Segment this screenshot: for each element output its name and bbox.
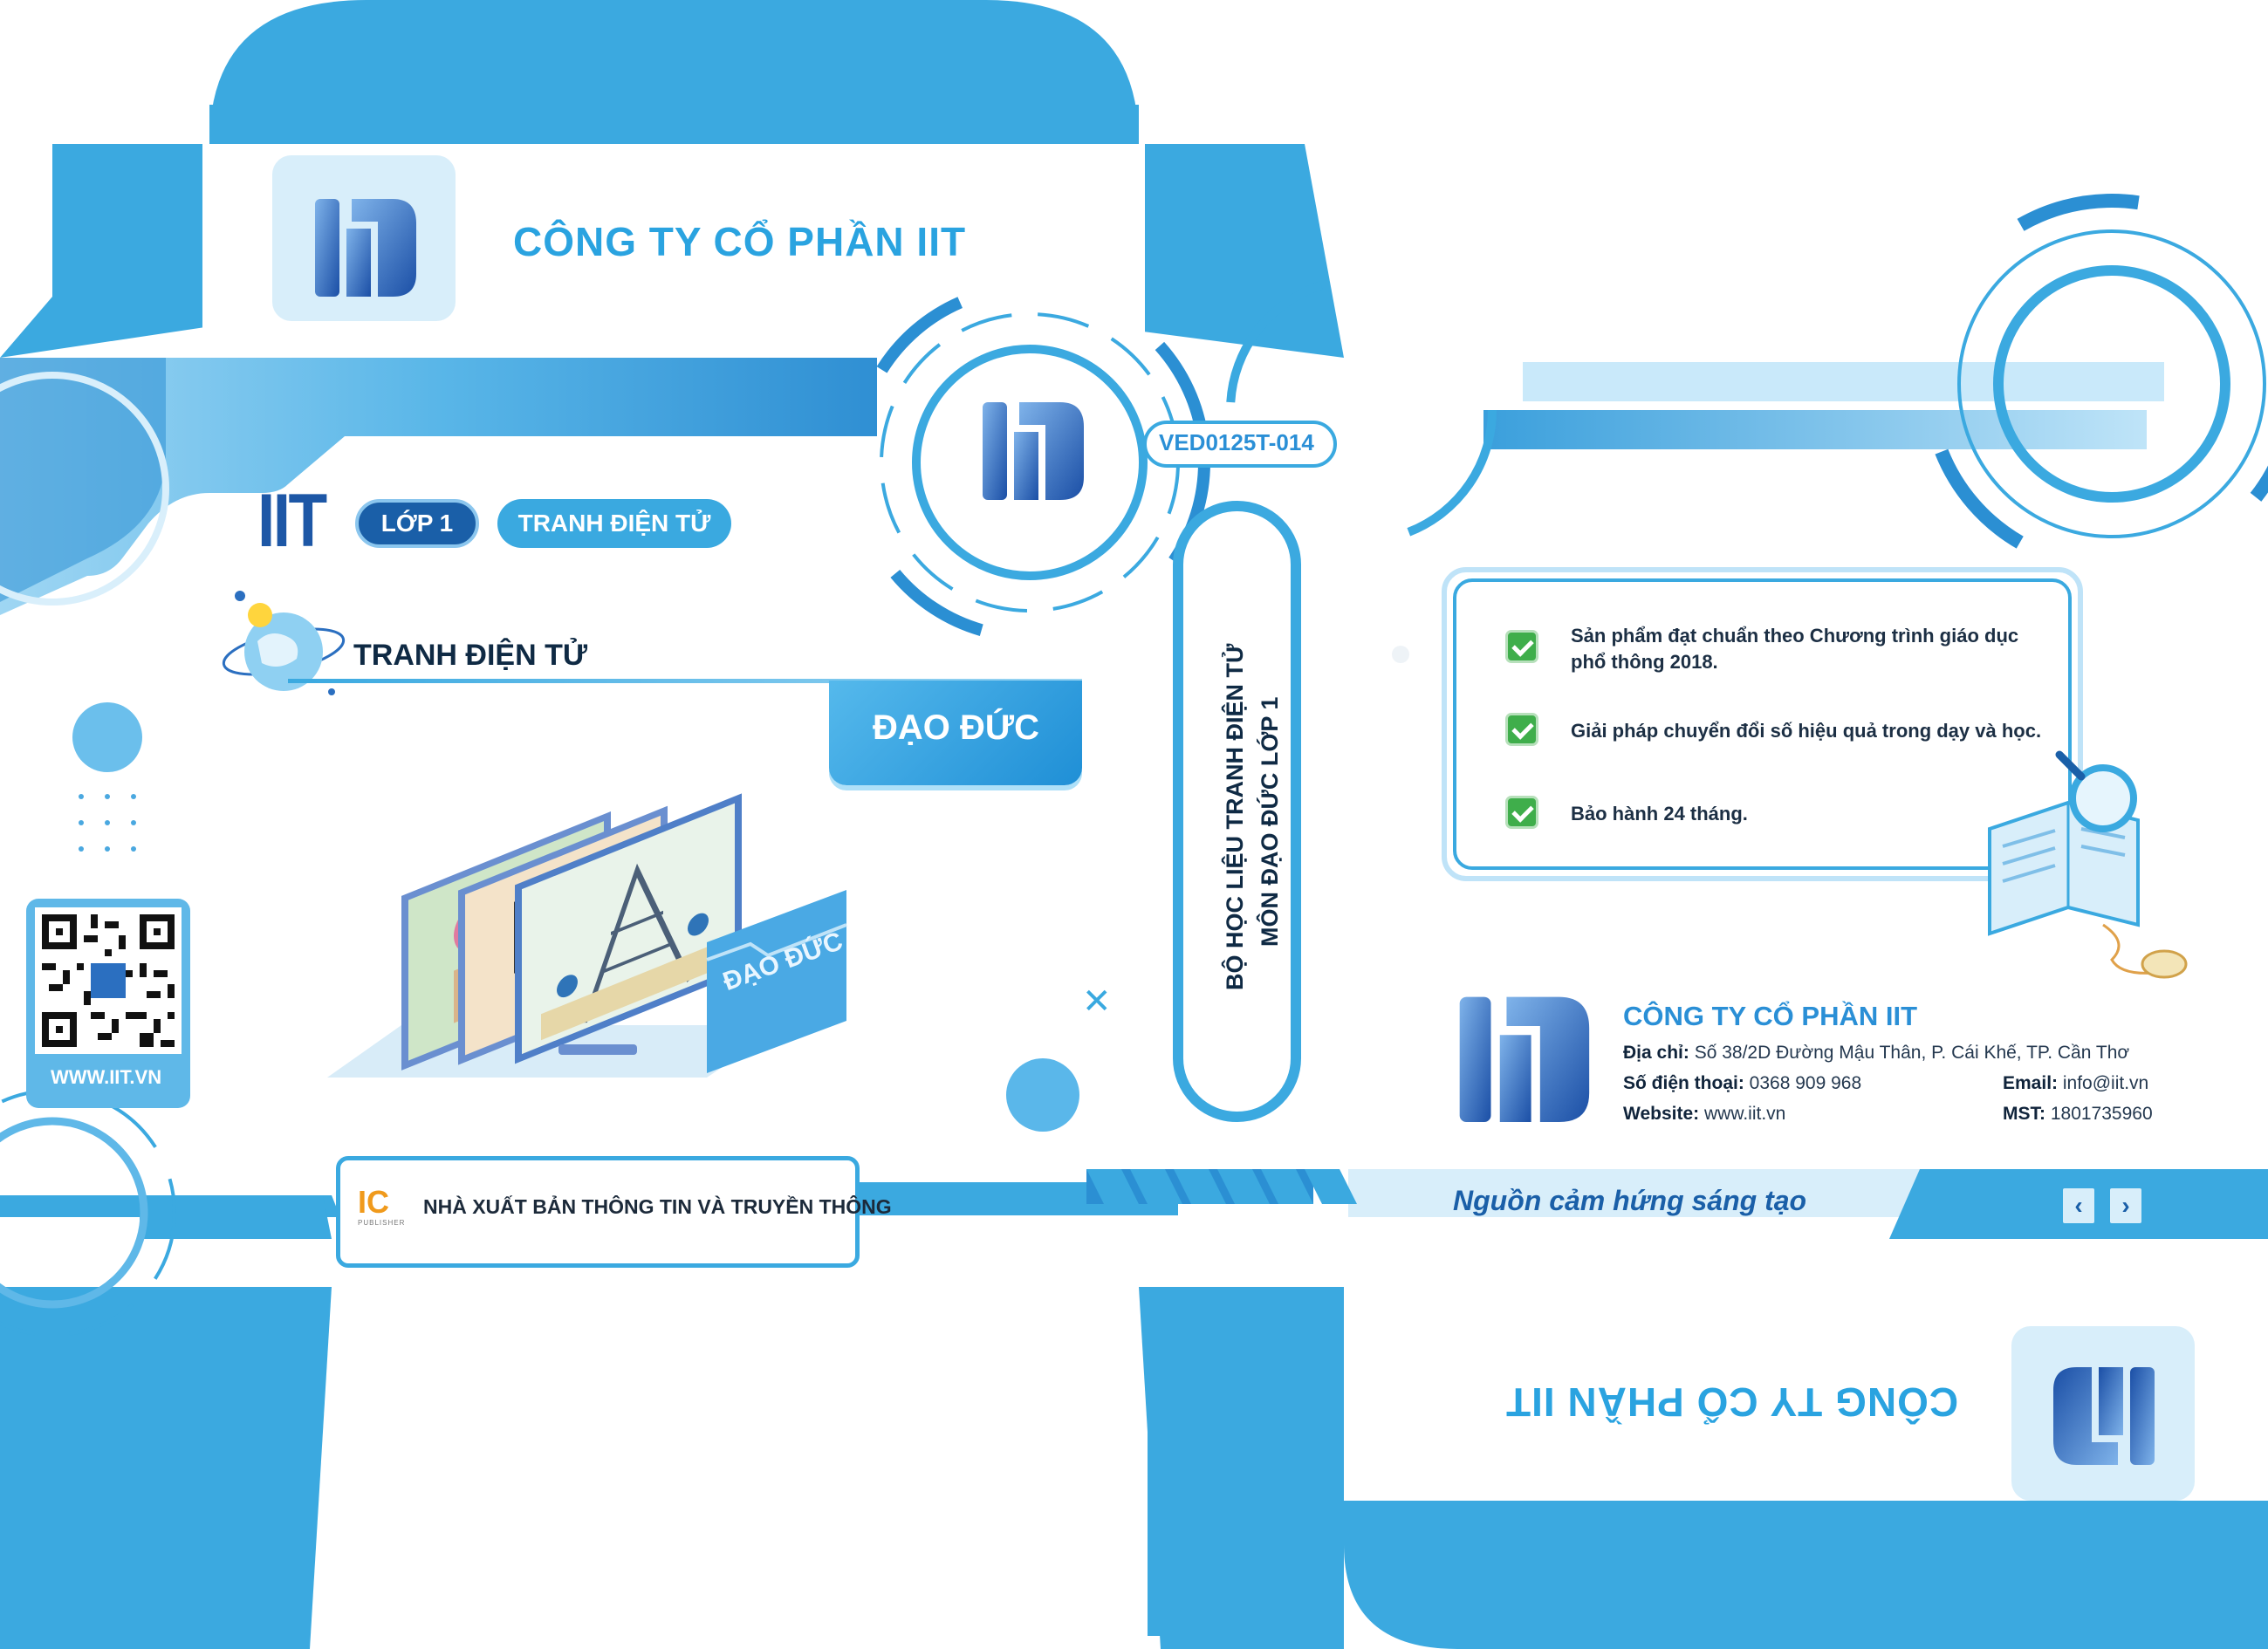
email-label: Email: [2003, 1073, 2059, 1093]
dot [79, 846, 84, 852]
dot [131, 794, 136, 799]
phone-line: Số điện thoại: 0368 909 968 [1623, 1073, 1861, 1094]
check-icon [1505, 630, 1538, 663]
dot [105, 820, 110, 825]
iit-logo-icon [2053, 1367, 2155, 1465]
dot [79, 794, 84, 799]
type-pill: TRANH ĐIỆN TỬ [497, 499, 731, 548]
tax-label: MST: [2003, 1104, 2045, 1124]
dot [131, 846, 136, 852]
feature-item: Sản phẩm đạt chuẩn theo Chương trình giá… [1571, 625, 2019, 673]
section-title: TRANH ĐIỆN TỬ [353, 639, 588, 672]
dot [105, 794, 110, 799]
tax-line: MST: 1801735960 [2003, 1104, 2153, 1125]
company-name-top: CÔNG TY CỔ PHẦN IIT [513, 219, 967, 264]
publisher-logo: IC [358, 1184, 389, 1220]
subject-banner [829, 681, 1082, 785]
product-code: VED0125T-014 [1159, 429, 1314, 455]
subject-banner-label: ĐẠO ĐỨC [873, 708, 1039, 747]
book-magnifier-icon [1988, 750, 2188, 979]
grade-pill: LỚP 1 [355, 499, 479, 548]
tax-value: 1801735960 [2050, 1104, 2153, 1124]
address-label: Địa chỉ: [1623, 1043, 1689, 1063]
iit-logo-icon [315, 199, 416, 297]
spine-title-line1: BỘ HỌC LIỆU TRANH ĐIỆN TỬ [1222, 643, 1248, 990]
dot [131, 820, 136, 825]
globe-icon [222, 591, 346, 695]
publisher-name: NHÀ XUẤT BẢN THÔNG TIN VÀ TRUYỀN THÔNG [423, 1195, 892, 1218]
dot [79, 820, 84, 825]
spine-title-line2: MÔN ĐẠO ĐỨC LỚP 1 [1257, 696, 1283, 947]
publisher-logo-sub: PUBLISHER [358, 1219, 406, 1227]
phone-label: Số điện thoại: [1623, 1073, 1744, 1093]
publisher-box [336, 1156, 860, 1268]
chevron-right-icon[interactable]: › [2108, 1187, 2143, 1225]
iit-logo-icon [1459, 996, 1590, 1123]
folder-icon [706, 890, 847, 1073]
check-icon [1505, 796, 1538, 829]
features-card [1442, 567, 2083, 881]
chevron-left-icon[interactable]: ‹ [2061, 1187, 2096, 1225]
website-label: WWW.IIT.VN [51, 1066, 162, 1088]
feature-item: Bảo hành 24 tháng. [1571, 803, 1748, 824]
features-card-inner [1453, 578, 2072, 870]
section-underline [288, 679, 1082, 683]
feature-item: Giải pháp chuyển đổi số hiệu quả trong d… [1571, 720, 2042, 742]
address-value: Số 38/2D Đường Mậu Thân, P. Cái Khế, TP.… [1694, 1043, 2130, 1063]
brand-wordmark: IIT [257, 479, 327, 563]
email-value: info@iit.vn [2062, 1073, 2149, 1093]
check-icon [1505, 713, 1538, 746]
email-line: Email: info@iit.vn [2003, 1073, 2148, 1094]
website-line: Website: www.iit.vn [1623, 1104, 1785, 1125]
product-code-badge [1143, 421, 1337, 468]
slogan: Nguồn cảm hứng sáng tạo [1453, 1185, 1807, 1216]
contact-company-name: CÔNG TY CỔ PHẦN IIT [1623, 1001, 1918, 1031]
electronic-pictures-illustration [401, 793, 742, 1071]
qr-code-icon [35, 907, 182, 1054]
dot [105, 846, 110, 852]
phone-value: 0368 909 968 [1749, 1073, 1862, 1093]
website-contact-label: Website: [1623, 1104, 1700, 1124]
website-contact-value: www.iit.vn [1703, 1104, 1786, 1124]
address-line: Địa chỉ: Số 38/2D Đường Mậu Thân, P. Cái… [1623, 1043, 2129, 1064]
company-name-flipped: CÔNG TY CỔ PHẦN IIT [1505, 1379, 1959, 1425]
close-x-icon: ✕ [1082, 982, 1112, 1021]
iit-logo-icon [983, 402, 1084, 500]
